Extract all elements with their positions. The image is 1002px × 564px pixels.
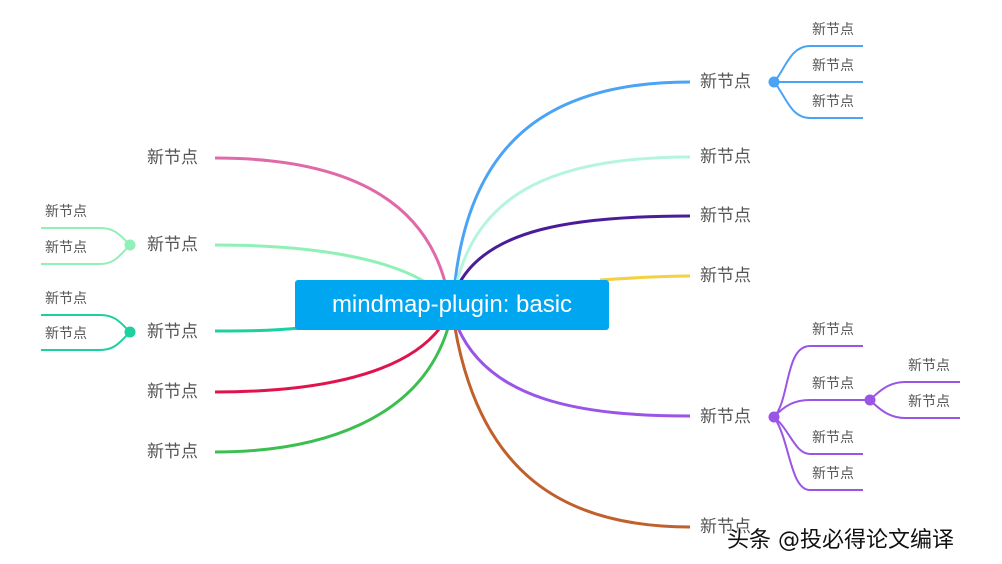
node-label[interactable]: 新节点 — [812, 376, 854, 392]
node-label[interactable]: 新节点 — [147, 382, 198, 402]
branch-line — [455, 155, 691, 283]
branch-line — [214, 156, 447, 283]
branch-line — [456, 327, 691, 418]
branch-line — [458, 214, 691, 283]
collapse-dot[interactable] — [124, 239, 136, 251]
watermark: 头条 @投必得论文编译 — [727, 528, 954, 553]
node-label[interactable]: 新节点 — [700, 72, 751, 92]
collapse-dot[interactable] — [768, 76, 780, 88]
collapse-dot[interactable] — [864, 394, 876, 406]
node-label[interactable]: 新节点 — [812, 94, 854, 110]
node-label[interactable]: 新节点 — [908, 358, 950, 374]
branch-line — [214, 327, 442, 394]
node-label[interactable]: 新节点 — [812, 322, 854, 338]
node-label[interactable]: 新节点 — [45, 326, 87, 342]
node-label[interactable]: 新节点 — [147, 442, 198, 462]
branch-line — [214, 243, 426, 284]
node-label[interactable]: 新节点 — [812, 22, 854, 38]
node-label[interactable]: 新节点 — [700, 407, 751, 427]
node-label[interactable]: 新节点 — [700, 266, 751, 286]
branch-line — [599, 274, 691, 282]
node-label[interactable]: 新节点 — [700, 517, 751, 537]
node-label[interactable]: 新节点 — [45, 204, 87, 220]
node-label[interactable]: 新节点 — [812, 58, 854, 74]
branch-line — [214, 326, 301, 333]
node-label[interactable]: 新节点 — [812, 430, 854, 446]
root-node[interactable]: mindmap-plugin: basic — [295, 280, 609, 330]
node-label[interactable]: 新节点 — [147, 148, 198, 168]
collapse-dot[interactable] — [768, 411, 780, 423]
branch-line — [214, 327, 450, 454]
node-label[interactable]: 新节点 — [700, 206, 751, 226]
node-label[interactable]: 新节点 — [147, 235, 198, 255]
node-label[interactable]: 新节点 — [45, 240, 87, 256]
node-label[interactable]: 新节点 — [812, 466, 854, 482]
collapse-dot[interactable] — [124, 326, 136, 338]
branch-line — [453, 80, 691, 283]
branch-line — [453, 327, 691, 529]
node-label[interactable]: 新节点 — [908, 394, 950, 410]
node-label[interactable]: 新节点 — [147, 322, 198, 342]
node-label[interactable]: 新节点 — [700, 147, 751, 167]
node-label[interactable]: 新节点 — [45, 291, 87, 307]
